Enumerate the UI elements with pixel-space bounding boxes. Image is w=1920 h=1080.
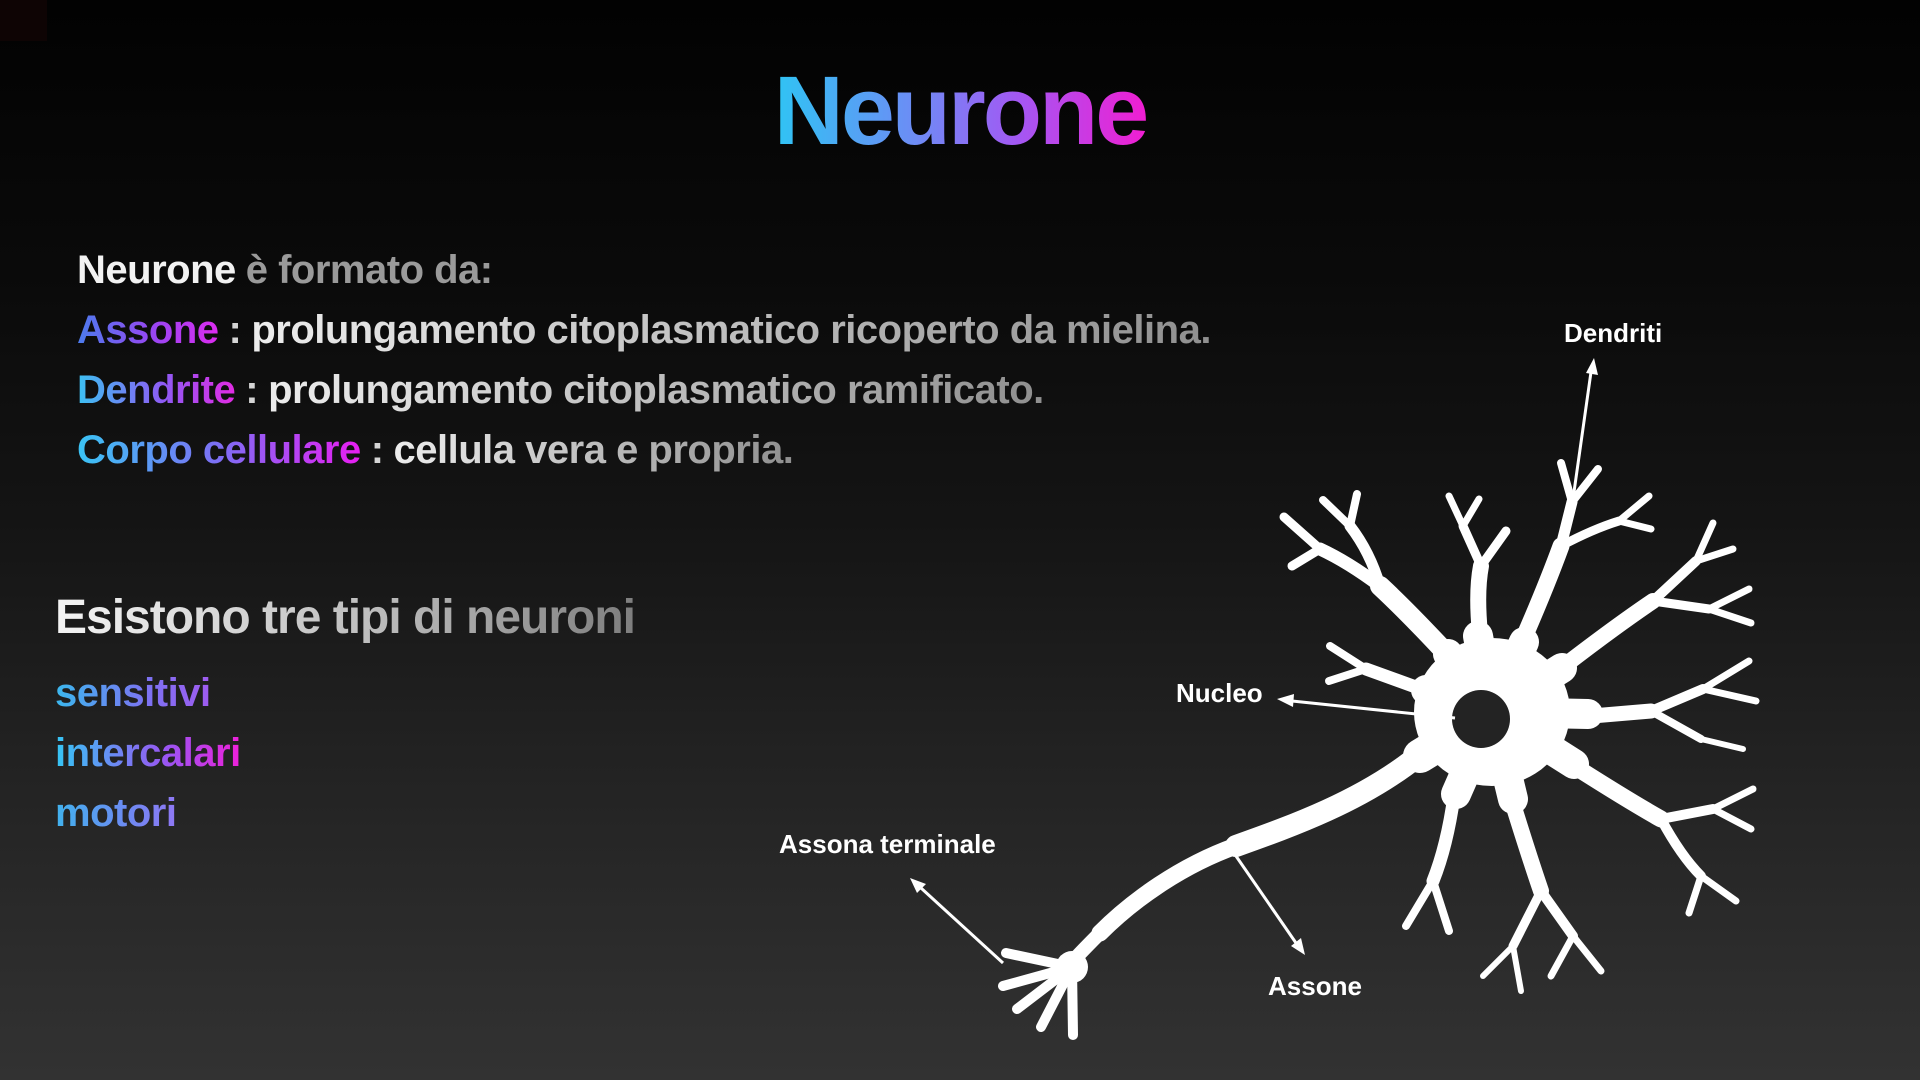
- dendrite-branch: [1445, 492, 1467, 530]
- dendrite-branch: [1344, 520, 1386, 592]
- term-separator: :: [370, 428, 384, 472]
- slide-title: Neurone: [773, 56, 1149, 165]
- label-assona-terminale: Assona terminale: [779, 829, 996, 859]
- dendrite-branch: [1510, 943, 1524, 994]
- term-assone: Assone: [77, 300, 219, 360]
- dendrite-branch: [1656, 804, 1718, 824]
- dendrite-branch: [1648, 596, 1714, 614]
- dendrite-branch: [1556, 593, 1661, 674]
- dendrite-branch: [1459, 495, 1483, 530]
- dendrite-branch: [1279, 512, 1325, 554]
- arrow-line: [1571, 371, 1593, 500]
- dendrite-branch: [1656, 814, 1706, 881]
- dendrite-branch: [1476, 526, 1511, 571]
- dendrite-branch: [1646, 684, 1708, 716]
- type-intercalari: intercalari: [55, 723, 241, 783]
- definition-line: Dendrite:prolungamento citoplasmatico ra…: [77, 360, 1211, 420]
- title-bar: Neurone: [0, 62, 1920, 159]
- dendrite-branch: [1648, 556, 1701, 606]
- dendrite-branch: [1325, 665, 1370, 685]
- arrow-head: [1586, 358, 1598, 375]
- dendrite-branch: [1557, 459, 1576, 506]
- dendrite-branch: [1458, 521, 1486, 571]
- dendrite-branch: [1555, 496, 1578, 552]
- terminal-finger: [1036, 962, 1077, 1032]
- arrow-head: [910, 878, 926, 893]
- dendrite-branch: [1504, 793, 1549, 899]
- arrow-head: [1291, 938, 1305, 955]
- nucleo-arrow: [1277, 694, 1456, 720]
- dendrite-branch: [1647, 707, 1705, 743]
- dendrite-branch: [1568, 465, 1602, 506]
- terminal-finger: [1001, 948, 1077, 972]
- dendrite-branch: [1615, 517, 1655, 533]
- dendrite-branch: [1692, 519, 1717, 565]
- label-dendriti: Dendriti: [1564, 318, 1663, 348]
- label-nucleo: Nucleo: [1176, 678, 1263, 708]
- dendrite-branch: [1556, 516, 1624, 551]
- terminal-finger: [1067, 962, 1078, 1040]
- dendrite-branch: [1705, 605, 1755, 627]
- dendrite-branch: [1429, 877, 1453, 935]
- assone-arrow: [1225, 842, 1305, 955]
- term-separator: :: [228, 308, 242, 352]
- dendrite-branch: [1565, 757, 1670, 828]
- dendrite-branch: [1709, 805, 1755, 833]
- arrow-line: [1291, 699, 1456, 720]
- axon-terminal: [998, 948, 1088, 1040]
- dendrite-branch: [1698, 736, 1746, 752]
- types-heading: Esistono tre tipi di neuroni: [55, 591, 636, 644]
- dendrite-branch: [1697, 872, 1740, 905]
- corner-artifact: [0, 0, 47, 41]
- intro-lead-rest: è formato da:: [245, 248, 493, 292]
- dendrite-branch: [1685, 872, 1705, 917]
- definition-text: prolungamento citoplasmatico ramificato.: [268, 360, 1044, 420]
- intro-lead: Neurone: [77, 248, 236, 292]
- dendrite-branches: [1279, 459, 1760, 994]
- dendrite-branch: [1569, 932, 1605, 975]
- arrow-line: [1225, 842, 1298, 944]
- label-assone: Assone: [1268, 971, 1362, 1001]
- term-dendrite: Dendrite: [77, 360, 236, 420]
- dendrite-branch: [1536, 886, 1578, 941]
- arrow-head: [1277, 694, 1294, 707]
- definition-text: cellula vera e propria.: [394, 420, 794, 480]
- axon-path: [1091, 837, 1245, 942]
- dendriti-arrow: [1571, 358, 1598, 500]
- term-corpo-cellulare: Corpo cellulare: [77, 420, 361, 480]
- dendrite-branch: [1402, 877, 1437, 930]
- axon: [1064, 745, 1429, 970]
- neuron-types-block: Esistono tre tipi di neuroni sensitivi i…: [55, 591, 636, 843]
- dendrite-branch: [1699, 685, 1760, 705]
- dendrite-branch: [1319, 496, 1354, 530]
- dendrite-branch: [1692, 545, 1737, 565]
- definition-line: Assone:prolungamento citoplasmatico rico…: [77, 300, 1211, 360]
- dendrite-branch: [1547, 932, 1577, 980]
- dendrite-branch: [1287, 544, 1325, 571]
- dendrite-branch: [1326, 642, 1370, 673]
- assona-terminale-arrow: [910, 878, 1005, 965]
- arrow-line: [919, 886, 1005, 965]
- type-motori: motori: [55, 783, 177, 843]
- dendrite-branch: [1480, 943, 1516, 979]
- nucleus: [1452, 690, 1510, 748]
- dendrite-branch: [1615, 492, 1653, 525]
- dendrite-branch: [1346, 490, 1361, 530]
- annotation-arrows: [910, 358, 1598, 965]
- definition-text: prolungamento citoplasmatico ricoperto d…: [251, 300, 1211, 360]
- dendrite-branch: [1709, 785, 1757, 813]
- dendrite-branch: [1426, 789, 1461, 888]
- definition-line: Corpo cellulare:cellula vera e propria.: [77, 420, 1211, 480]
- dendrite-branch: [1508, 886, 1546, 951]
- type-sensitivi: sensitivi: [55, 663, 211, 723]
- dendrite-branch: [1699, 657, 1753, 693]
- axon-path: [1225, 745, 1429, 857]
- term-separator: :: [245, 368, 259, 412]
- dendrite-branch: [1705, 585, 1753, 613]
